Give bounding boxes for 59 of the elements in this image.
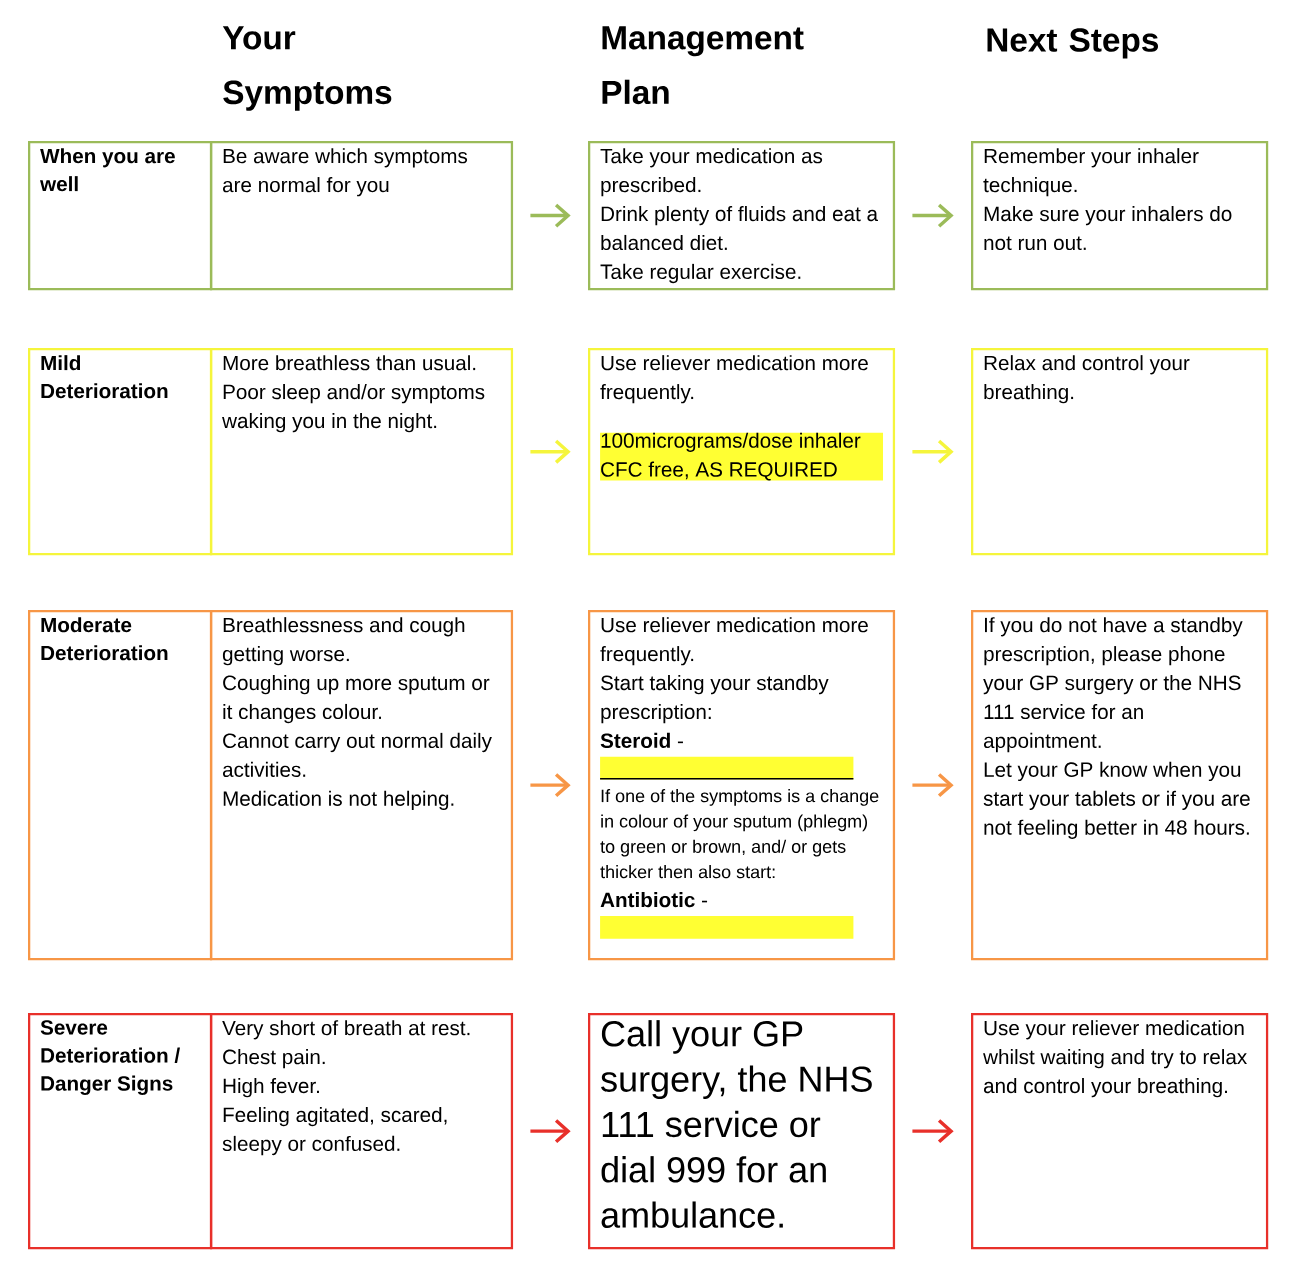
cell-text: Moderate Deterioration [41,617,168,661]
column-heading: Your Symptoms [222,26,392,111]
cell-text: Remember your inhaler technique. [983,148,1199,197]
cell-text: If one of the symptoms is a change in colour of your sputum (phlegm) to green or brown, and/ or gets thicker then also start: [600,789,879,879]
arrow [912,773,954,798]
symptom-cell [210,141,514,291]
row-label-cell [28,141,213,291]
plan-box [588,610,896,961]
arrow [530,203,571,228]
cell-text: Use reliever medication more frequently. [600,617,868,666]
cell-text: If you do not have a standby prescription, please phone your GP surgery or the NHS 111 service for an appointment. [983,617,1243,753]
cell-text: Antibiotic - [600,892,708,908]
cell-text: Poor sleep and/or symptoms waking you in the night. [222,384,485,433]
cell-text: Be aware which symptoms are normal for you [222,148,468,197]
cell-text: Drink plenty of fluids and eat a balanced diet. [601,206,878,251]
cell-text: Mild Deterioration [41,355,168,399]
cell-text: Take regular exercise. [600,263,801,284]
cell-text: Very short of breath at rest. [222,1020,470,1040]
cell-text: Use your reliever medication whilst waiting and try to relax and control your breathing. [983,1020,1247,1098]
cell-text: High fever. [223,1078,319,1098]
cell-text: Take your medication as prescribed. [600,148,823,197]
arrow [530,773,571,798]
arrow [912,439,954,464]
next-steps-box [971,141,1269,291]
cell-text: Chest pain. [223,1049,325,1069]
cell-text: Steroid - [600,732,683,749]
cell-text: Severe Deterioration / Danger Signs [40,1020,180,1095]
cell-text: Start taking your standby prescription: [601,675,829,724]
arrow [530,1119,571,1144]
row-label-cell [28,348,213,556]
plan-box [588,141,896,291]
next-steps-box [971,610,1269,961]
column-heading: Next Steps [987,28,1158,59]
symptom-cell [210,1013,514,1250]
arrow [530,439,571,464]
next-steps-box [971,348,1269,556]
cell-text: Breathlessness and cough getting worse. [222,617,465,666]
symptom-cell [210,348,514,556]
cell-text: Use reliever medication more frequently. [600,355,868,404]
highlighted-text: 100micrograms/dose inhaler CFC free, AS REQUIRED [600,432,883,481]
cell-text: Make sure your inhalers do not run out. [984,206,1232,251]
cell-text: Coughing up more sputum or it changes colour. [223,675,490,724]
arrow [912,203,954,228]
cell-text: More breathless than usual. [223,355,476,371]
cell-text: When you are well [40,148,175,192]
column-heading: Management Plan [602,26,804,105]
cell-text: Call your GP surgery, the NHS 111 service or dial 999 for an ambulance. [601,1020,872,1228]
cell-text: Feeling agitated, scared, sleepy or confused. [222,1106,447,1156]
symptom-cell [210,610,514,961]
row-label-cell [28,610,213,961]
plan-box [588,348,896,556]
cell-text: Cannot carry out normal daily activities. [222,732,492,777]
plan-box [588,1013,896,1250]
arrow [912,1119,954,1144]
cell-text: Medication is not helping. [223,790,454,810]
next-steps-box [971,1013,1269,1250]
row-label-cell [28,1013,213,1250]
cell-text: Relax and control your breathing. [984,355,1190,404]
cell-text: Let your GP know when you start your tablets or if you are not feeling better in 48 hours. [983,761,1250,839]
